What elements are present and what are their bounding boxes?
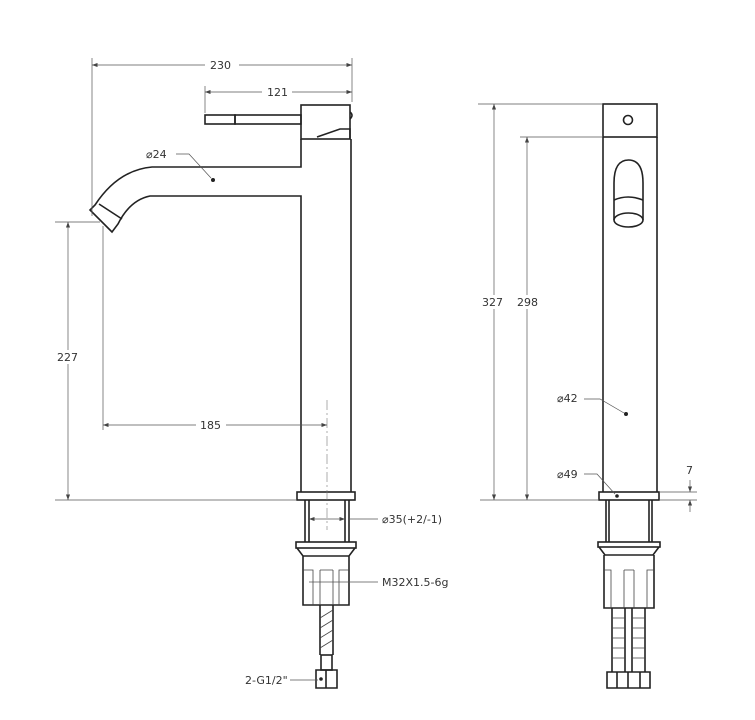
hose-braid	[319, 609, 334, 649]
hose-nuts-front	[606, 671, 651, 689]
spout-center-dot	[211, 178, 215, 182]
dim-spout-diameter: ⌀24	[146, 148, 167, 161]
lock-washer	[295, 541, 357, 549]
dim-thread: M32X1.5-6g	[382, 576, 448, 589]
leader-spout	[176, 153, 212, 179]
hose	[319, 605, 334, 655]
handle-joint	[316, 111, 353, 139]
dim-185: 185	[200, 419, 221, 432]
handle-lever	[234, 114, 302, 125]
lever-end	[613, 212, 644, 228]
dim-hose-connection: 2-G1/2"	[245, 674, 288, 687]
leader-49	[584, 473, 616, 495]
leader-42	[584, 398, 625, 414]
dim-base-diameter: ⌀49	[557, 468, 578, 481]
hoses-front	[611, 608, 646, 672]
dim-298: 298	[517, 296, 538, 309]
dim-hole-diameter: ⌀35(+2/-1)	[382, 513, 442, 526]
body-center-dot	[624, 412, 628, 416]
base-flange-front	[598, 491, 660, 501]
cartridge-top	[602, 103, 658, 138]
base-dot	[615, 494, 619, 498]
lever-band	[613, 196, 644, 201]
mounting-nut	[296, 547, 356, 606]
nut-slots	[303, 569, 349, 605]
shank-front	[605, 500, 653, 542]
extension-lines-front	[478, 103, 697, 501]
lock-washer-front	[597, 541, 661, 548]
front-view: 327 298 ⌀42 ⌀49 7	[478, 103, 697, 689]
hose-nut	[315, 669, 338, 689]
hose-braid-front	[612, 617, 645, 659]
body-and-spout	[88, 139, 352, 492]
dim-227: 227	[57, 351, 78, 364]
handle-grip	[204, 114, 236, 125]
hose-dot	[319, 677, 323, 681]
dim-230: 230	[210, 59, 231, 72]
extension-lines-2	[55, 221, 297, 501]
handle-cartridge	[300, 104, 351, 140]
body	[602, 137, 658, 492]
dim-121: 121	[267, 86, 288, 99]
extension-lines	[91, 58, 353, 216]
nut-slots-front	[604, 569, 654, 608]
mounting-nut-front	[598, 546, 660, 609]
lever-front	[613, 159, 644, 220]
dim-body-diameter: ⌀42	[557, 392, 578, 405]
side-view: 230 121 ⌀24 227 185 ⌀35(+2/-1) M32X1.5-6…	[55, 58, 448, 689]
handle-hole	[622, 114, 634, 126]
dim-327: 327	[482, 296, 503, 309]
base-flange	[296, 491, 356, 501]
dim-7: 7	[686, 464, 693, 477]
hose-ferrule	[320, 654, 333, 671]
aerator	[98, 203, 123, 220]
